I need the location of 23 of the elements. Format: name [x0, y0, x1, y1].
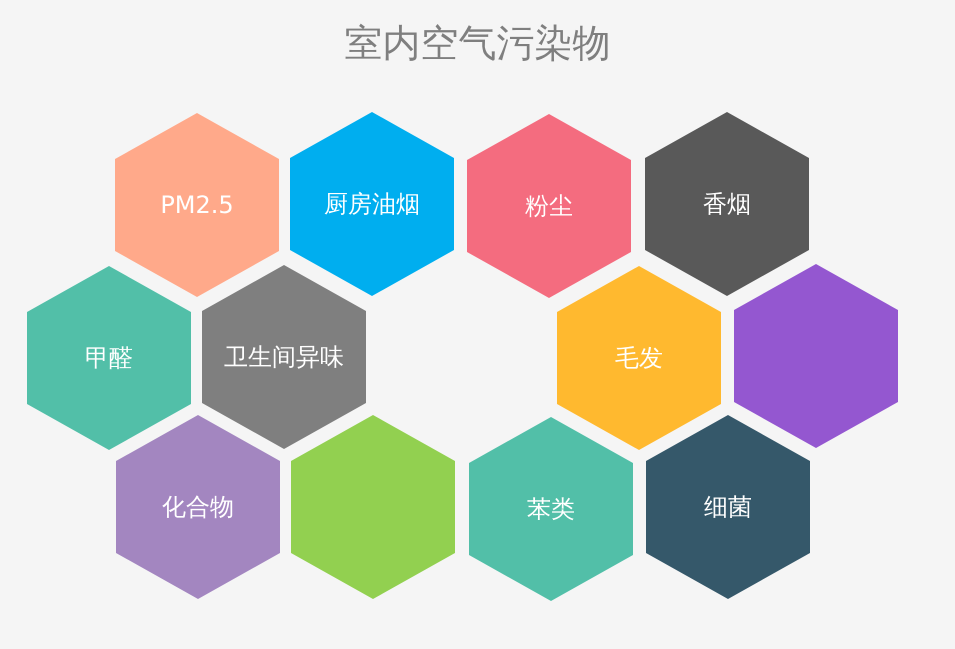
hexagon-label: 化合物	[162, 492, 234, 523]
hexagon	[646, 415, 810, 599]
hexagon-label: PM2.5	[160, 191, 234, 219]
hexagon	[290, 112, 454, 296]
hexagon-label: 细菌	[704, 492, 752, 523]
hexagon	[734, 264, 898, 448]
hexagon	[557, 266, 721, 450]
hexagon	[115, 113, 279, 297]
hexagon	[469, 417, 633, 601]
hexagon-label: 毛发	[615, 343, 663, 374]
hexagon-label: 粉尘	[525, 191, 573, 222]
hexagon	[645, 112, 809, 296]
hexagon-label: 厨房油烟	[324, 189, 420, 220]
title: 室内空气污染物	[344, 21, 610, 65]
hexagon	[291, 415, 455, 599]
hexagon-label: 卫生间异味	[224, 342, 344, 373]
hexagon-label: 甲醛	[85, 343, 133, 374]
hexagon-label: 苯类	[527, 494, 575, 525]
hexagon-label: 香烟	[703, 189, 751, 220]
hexagon	[467, 114, 631, 298]
hexagon	[202, 265, 366, 449]
hexagon	[27, 266, 191, 450]
hexagon	[116, 415, 280, 599]
